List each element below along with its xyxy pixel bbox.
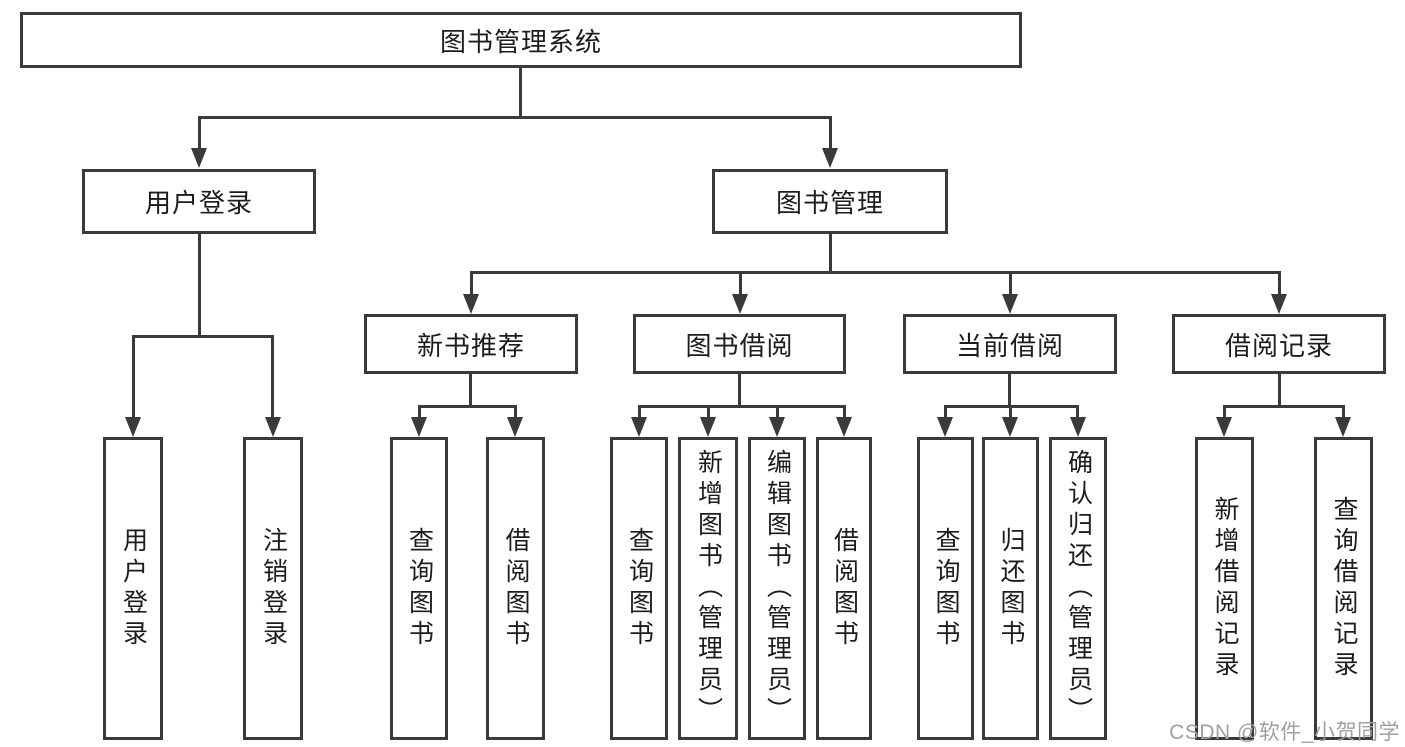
connector-line <box>1278 374 1281 407</box>
arrowhead-down-icon <box>732 294 748 314</box>
node-library-system: 图书管理系统 <box>20 12 1022 68</box>
connector-line <box>198 116 832 119</box>
connector-line <box>739 271 742 296</box>
leaf-query-books: 查询图书 <box>917 437 974 740</box>
arrowhead-down-icon <box>700 417 716 437</box>
arrowhead-down-icon <box>1002 294 1018 314</box>
arrowhead-down-icon <box>1271 294 1287 314</box>
connector-line <box>470 271 473 296</box>
leaf-add-book-admin: 新增图书（管理员） <box>678 437 738 740</box>
leaf-query-books: 查询图书 <box>610 437 668 740</box>
arrowhead-down-icon <box>507 417 523 437</box>
arrowhead-down-icon <box>265 417 281 437</box>
connector-line <box>707 405 710 419</box>
arrowhead-down-icon <box>411 417 427 437</box>
connector-line <box>1223 405 1226 419</box>
leaf-label: 查询图书 <box>625 526 654 651</box>
connector-line <box>1009 405 1012 419</box>
connector-line <box>776 405 779 419</box>
arrowhead-down-icon <box>1070 417 1086 437</box>
leaf-label: 用户登录 <box>119 526 148 651</box>
arrowhead-down-icon <box>836 417 852 437</box>
leaf-label: 借阅图书 <box>502 526 530 651</box>
arrowhead-down-icon <box>822 148 838 168</box>
arrowhead-down-icon <box>1335 417 1351 437</box>
connector-line <box>132 335 135 419</box>
node-current-borrowing: 当前借阅 <box>903 314 1117 374</box>
leaf-query-books: 查询图书 <box>390 437 448 740</box>
arrowhead-down-icon <box>191 148 207 168</box>
connector-line <box>829 234 832 273</box>
arrowhead-down-icon <box>769 417 785 437</box>
leaf-label: 注销登录 <box>259 526 288 651</box>
leaf-label: 编辑图书（管理员） <box>763 449 792 728</box>
connector-line <box>418 405 421 419</box>
leaf-user-login: 用户登录 <box>103 437 163 740</box>
arrowhead-down-icon <box>463 294 479 314</box>
connector-line <box>1076 405 1079 419</box>
leaf-label: 查询借阅记录 <box>1330 495 1358 682</box>
leaf-edit-book-admin: 编辑图书（管理员） <box>748 437 806 740</box>
leaf-query-borrow-record: 查询借阅记录 <box>1314 437 1373 740</box>
connector-line <box>1009 271 1012 296</box>
connector-line <box>519 68 522 118</box>
leaf-borrow-books: 借阅图书 <box>816 437 872 740</box>
watermark: CSDN @软件_小贺同学 <box>1169 721 1400 744</box>
leaf-label: 确认归还（管理员） <box>1064 449 1093 728</box>
connector-line <box>843 405 846 419</box>
node-user-login: 用户登录 <box>82 169 316 234</box>
leaf-label: 查询图书 <box>405 526 434 651</box>
connector-line <box>198 116 201 150</box>
leaf-label: 新增图书（管理员） <box>694 449 723 728</box>
connector-line <box>1008 374 1011 407</box>
connector-line <box>514 405 517 419</box>
connector-line <box>638 405 845 408</box>
arrowhead-down-icon <box>1002 417 1018 437</box>
connector-line <box>1278 271 1281 296</box>
leaf-label: 查询图书 <box>932 526 960 651</box>
node-book-management: 图书管理 <box>712 169 948 234</box>
leaf-label: 新增借阅记录 <box>1211 495 1239 682</box>
arrowhead-down-icon <box>1216 417 1232 437</box>
leaf-logout: 注销登录 <box>243 437 303 740</box>
leaf-label: 归还图书 <box>997 526 1025 651</box>
connector-line <box>198 234 201 337</box>
arrowhead-down-icon <box>937 417 953 437</box>
arrowhead-down-icon <box>125 417 141 437</box>
leaf-label: 借阅图书 <box>830 526 859 651</box>
connector-line <box>418 405 516 408</box>
connector-line <box>944 405 947 419</box>
node-borrowing-records: 借阅记录 <box>1172 314 1386 374</box>
node-book-borrowing: 图书借阅 <box>633 314 846 374</box>
connector-line <box>638 405 641 419</box>
arrowhead-down-icon <box>631 417 647 437</box>
leaf-borrow-books: 借阅图书 <box>486 437 545 740</box>
connector-line <box>271 335 274 419</box>
connector-line <box>1223 405 1345 408</box>
connector-line <box>469 374 472 407</box>
leaf-return-books: 归还图书 <box>982 437 1039 740</box>
connector-line <box>829 116 832 150</box>
connector-line <box>132 335 274 338</box>
leaf-add-borrow-record: 新增借阅记录 <box>1195 437 1254 740</box>
connector-line <box>738 374 741 407</box>
node-new-book-recommend: 新书推荐 <box>364 314 578 374</box>
connector-line <box>1342 405 1345 419</box>
leaf-confirm-return-admin: 确认归还（管理员） <box>1049 437 1107 740</box>
connector-line <box>470 271 1280 274</box>
